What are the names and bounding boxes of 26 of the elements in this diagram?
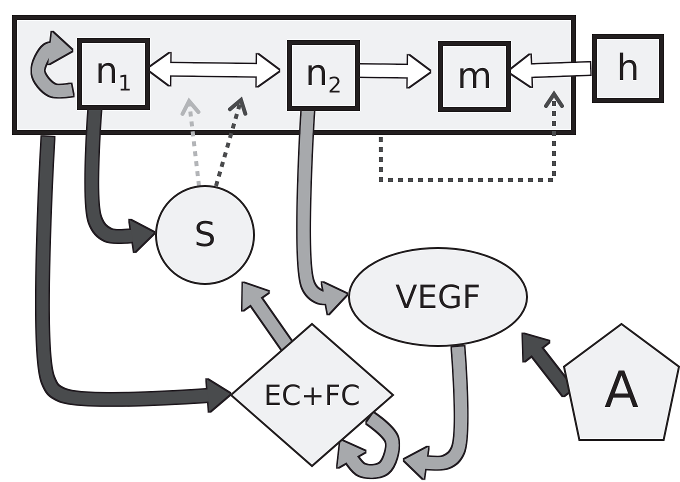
input-pentagon <box>563 323 680 441</box>
variable-circle <box>155 185 255 285</box>
node-label: EC+FC <box>264 378 360 412</box>
arrow <box>148 53 279 86</box>
group-panel <box>12 15 576 135</box>
node-label: n$_{2}$ <box>305 52 342 98</box>
arrow <box>378 92 564 182</box>
variable-box <box>438 41 511 112</box>
node-label: h <box>616 48 640 89</box>
node-label: S <box>194 215 216 255</box>
arrow <box>36 136 230 412</box>
arrow <box>32 32 74 98</box>
arrow <box>358 55 430 88</box>
arrow <box>404 346 468 479</box>
variable-box <box>287 40 360 111</box>
variable-box <box>77 38 150 110</box>
node-label: VEGF <box>395 278 481 316</box>
node-label: n$_{1}$ <box>95 51 132 97</box>
arrow <box>338 413 399 478</box>
arrow <box>180 99 201 186</box>
node-label: A <box>604 361 639 419</box>
node-label: m <box>456 56 492 97</box>
process-diamond <box>230 323 394 467</box>
arrow <box>214 98 248 187</box>
variable-box <box>592 34 664 103</box>
variable-ellipse <box>348 247 528 347</box>
